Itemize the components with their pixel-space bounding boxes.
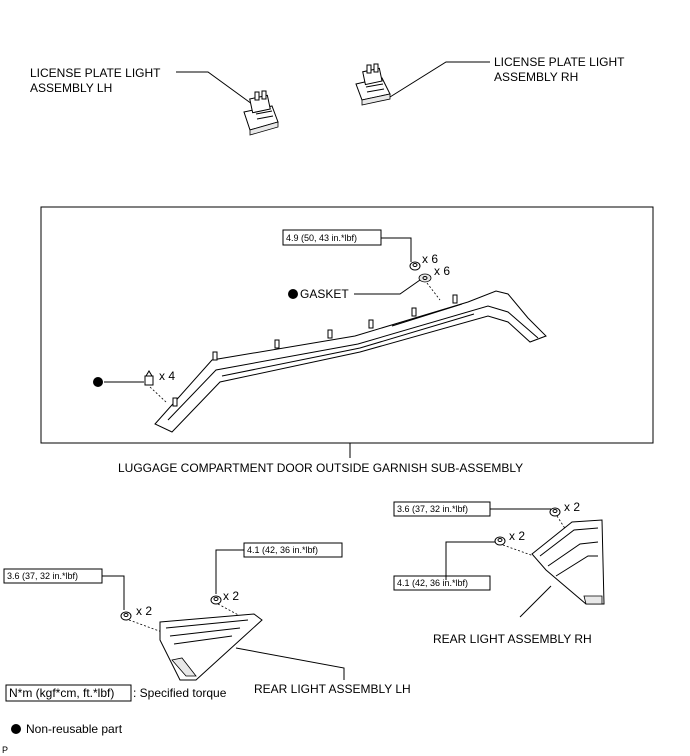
garnish-torque-callout: 4.9 (50, 43 in.*lbf) x 6 x 6 [282, 229, 450, 301]
gasket-callout: GASKET [288, 279, 421, 301]
garnish-gasket-quantity: x 6 [434, 264, 450, 278]
rear-light-rh-part [531, 519, 605, 605]
license-plate-light-rh-label-line2: ASSEMBLY RH [494, 70, 578, 84]
rear-light-lh-nut-top-icon [210, 595, 222, 605]
clip-quantity: x 4 [159, 369, 175, 383]
rear-light-lh-nut-top-quantity: x 2 [223, 589, 239, 603]
rear-light-lh-torque-top: 4.1 (42, 36 in.*lbf) [247, 545, 318, 555]
rear-light-rh-torque-top: 3.6 (37, 32 in.*lbf) [397, 504, 468, 514]
legend: N*m (kgf*cm, ft.*lbf) : Specified torque… [2, 684, 227, 755]
rear-light-lh-part [159, 613, 263, 681]
license-plate-light-lh-label-line1: LICENSE PLATE LIGHT [30, 66, 161, 80]
clip-icon [144, 370, 154, 386]
garnish-clip-callout: x 4 [93, 369, 175, 403]
rear-light-lh-torque-left: 3.6 (37, 32 in.*lbf) [7, 571, 78, 581]
rear-light-lh-nut-left-icon [120, 611, 132, 621]
license-plate-light-lh: LICENSE PLATE LIGHT ASSEMBLY LH [30, 66, 279, 136]
license-plate-light-lh-part [243, 90, 279, 136]
rear-light-rh-nut-top-quantity: x 2 [564, 500, 580, 514]
rear-light-rh-nut-top-icon [549, 507, 561, 517]
garnish-gasket-icon [418, 273, 432, 283]
legend-torque-description: : Specified torque [133, 686, 227, 700]
non-reusable-dot-icon [93, 377, 103, 387]
license-plate-light-rh-part [355, 63, 391, 106]
rear-light-rh-label: REAR LIGHT ASSEMBLY RH [433, 632, 592, 646]
garnish-nut-icon [409, 261, 421, 271]
rear-light-lh-nut-left-quantity: x 2 [136, 604, 152, 618]
license-plate-light-lh-label-line2: ASSEMBLY LH [30, 81, 112, 95]
rear-light-rh-nut-mid-icon [494, 536, 506, 546]
garnish-torque-value: 4.9 (50, 43 in.*lbf) [286, 233, 357, 243]
rear-light-rh-nut-mid-quantity: x 2 [509, 529, 525, 543]
rear-light-rh: 3.6 (37, 32 in.*lbf) x 2 4.1 (42, 36 in.… [393, 500, 605, 646]
garnish-label: LUGGAGE COMPARTMENT DOOR OUTSIDE GARNISH… [118, 461, 523, 475]
non-reusable-dot-icon [288, 289, 298, 299]
gasket-label: GASKET [300, 287, 349, 301]
garnish-clip-pegs [172, 294, 458, 407]
garnish-part [154, 290, 547, 433]
license-plate-light-rh: LICENSE PLATE LIGHT ASSEMBLY RH [355, 55, 625, 106]
rear-light-rh-torque-bottom: 4.1 (42, 36 in.*lbf) [397, 578, 468, 588]
garnish-nut-quantity: x 6 [422, 252, 438, 266]
rear-light-lh: 4.1 (42, 36 in.*lbf) x 2 3.6 (37, 32 in.… [3, 542, 411, 696]
license-plate-light-rh-label-line1: LICENSE PLATE LIGHT [494, 55, 625, 69]
legend-non-reusable-dot-icon [11, 724, 21, 734]
legend-torque-unit: N*m (kgf*cm, ft.*lbf) [9, 686, 114, 700]
corner-code: P [2, 745, 8, 755]
legend-non-reusable-text: Non-reusable part [26, 722, 123, 736]
rear-light-lh-label: REAR LIGHT ASSEMBLY LH [254, 682, 411, 696]
garnish-frame [40, 206, 654, 458]
